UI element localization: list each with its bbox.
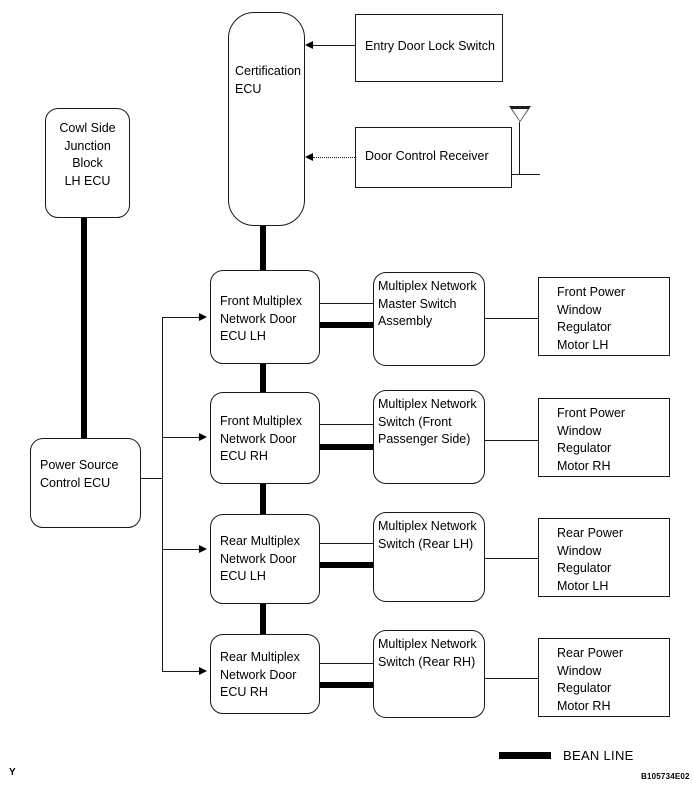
node-rear-power-window-regulator-motor-rh-label: Rear Power Window Regulator Motor RH: [557, 646, 623, 713]
receiver-arrow: [305, 153, 313, 161]
power-branch-rear-rh: [162, 671, 202, 673]
bean-line-rear-lh-to-rear-lh-switch: [318, 562, 375, 568]
signal-line-receiver-to-certification: [313, 157, 355, 158]
node-power-source-control-ecu-label: Power Source Control ECU: [40, 458, 119, 490]
node-door-control-receiver-label: Door Control Receiver: [365, 149, 489, 163]
bean-line-certification-to-front-lh: [260, 226, 266, 272]
power-branch-front-lh-arrow: [199, 313, 207, 321]
entry-switch-arrow: [305, 41, 313, 49]
node-door-control-receiver[interactable]: Door Control Receiver: [355, 127, 512, 188]
page-corner-mark: Y: [9, 767, 16, 778]
node-multiplex-network-master-switch-assembly-label: Multiplex Network Master Switch Assembly: [378, 279, 477, 328]
legend-bean-line-label: BEAN LINE: [563, 748, 634, 763]
antenna-lead-vertical: [519, 122, 521, 175]
node-rear-power-window-regulator-motor-rh[interactable]: Rear Power Window Regulator Motor RH: [538, 638, 670, 717]
legend-bean-line-swatch: [499, 752, 551, 759]
bean-line-front-rh-to-passenger-switch: [318, 444, 375, 450]
power-branch-rear-lh-arrow: [199, 545, 207, 553]
antenna-lead-horizontal: [512, 174, 540, 176]
node-multiplex-network-switch-front-passenger[interactable]: Multiplex Network Switch (Front Passenge…: [373, 390, 485, 484]
node-front-power-window-regulator-motor-lh[interactable]: Front Power Window Regulator Motor LH: [538, 277, 670, 356]
node-front-multiplex-network-door-ecu-rh-label: Front Multiplex Network Door ECU RH: [220, 414, 302, 463]
node-multiplex-network-switch-rear-lh-label: Multiplex Network Switch (Rear LH): [378, 519, 477, 551]
node-front-multiplex-network-door-ecu-lh-label: Front Multiplex Network Door ECU LH: [220, 294, 302, 343]
node-front-multiplex-network-door-ecu-rh[interactable]: Front Multiplex Network Door ECU RH: [210, 392, 320, 484]
power-branch-front-lh: [162, 317, 202, 319]
power-branch-front-rh-arrow: [199, 433, 207, 441]
signal-line-rear-rh-to-rear-rh-switch: [318, 663, 375, 665]
node-multiplex-network-switch-rear-rh[interactable]: Multiplex Network Switch (Rear RH): [373, 630, 485, 718]
bean-line-front-rh-to-rear-lh: [260, 484, 266, 514]
signal-line-rear-rh-switch-to-motor-rear-rh: [484, 678, 539, 680]
node-certification-ecu-label: Certification ECU: [235, 64, 301, 96]
signal-line-entry-switch-to-certification: [313, 45, 355, 47]
node-multiplex-network-switch-rear-lh[interactable]: Multiplex Network Switch (Rear LH): [373, 512, 485, 602]
node-entry-door-lock-switch-label: Entry Door Lock Switch: [365, 39, 495, 53]
node-cowl-side-junction-block[interactable]: Cowl Side Junction Block LH ECU: [45, 108, 130, 218]
power-branch-rear-rh-arrow: [199, 667, 207, 675]
node-rear-multiplex-network-door-ecu-lh-label: Rear Multiplex Network Door ECU LH: [220, 534, 300, 583]
signal-line-rear-lh-switch-to-motor-rear-lh: [484, 558, 539, 560]
antenna-icon: [509, 106, 531, 122]
power-branch-front-rh: [162, 437, 202, 439]
node-rear-multiplex-network-door-ecu-rh[interactable]: Rear Multiplex Network Door ECU RH: [210, 634, 320, 714]
power-branch-rear-lh: [162, 549, 202, 551]
node-front-power-window-regulator-motor-lh-label: Front Power Window Regulator Motor LH: [557, 285, 626, 352]
bean-line-front-lh-to-master-switch: [318, 322, 375, 328]
signal-line-front-rh-to-passenger-switch: [318, 424, 375, 426]
node-multiplex-network-master-switch-assembly[interactable]: Multiplex Network Master Switch Assembly: [373, 272, 485, 366]
bean-line-cowl-to-power-source: [81, 216, 87, 438]
node-certification-ecu[interactable]: Certification ECU: [228, 12, 305, 226]
signal-line-master-switch-to-motor-front-lh: [484, 318, 539, 320]
node-rear-multiplex-network-door-ecu-lh[interactable]: Rear Multiplex Network Door ECU LH: [210, 514, 320, 604]
node-rear-multiplex-network-door-ecu-rh-label: Rear Multiplex Network Door ECU RH: [220, 650, 300, 699]
figure-code: B105734E02: [641, 772, 690, 781]
bean-line-rear-rh-to-rear-rh-switch: [318, 682, 375, 688]
node-power-source-control-ecu[interactable]: Power Source Control ECU: [30, 438, 141, 528]
node-front-power-window-regulator-motor-rh[interactable]: Front Power Window Regulator Motor RH: [538, 398, 670, 477]
node-entry-door-lock-switch[interactable]: Entry Door Lock Switch: [355, 14, 503, 82]
signal-line-passenger-switch-to-motor-front-rh: [484, 440, 539, 442]
node-cowl-side-junction-block-label: Cowl Side Junction Block LH ECU: [59, 121, 116, 188]
signal-line-front-lh-to-master-switch: [318, 303, 375, 305]
bean-line-rear-lh-to-rear-rh: [260, 604, 266, 634]
signal-line-rear-lh-to-rear-lh-switch: [318, 543, 375, 545]
node-front-multiplex-network-door-ecu-lh[interactable]: Front Multiplex Network Door ECU LH: [210, 270, 320, 364]
node-rear-power-window-regulator-motor-lh[interactable]: Rear Power Window Regulator Motor LH: [538, 518, 670, 597]
node-multiplex-network-switch-rear-rh-label: Multiplex Network Switch (Rear RH): [378, 637, 477, 669]
bean-line-front-lh-to-front-rh: [260, 362, 266, 392]
power-bus-trunk: [162, 317, 164, 672]
power-bus-stub: [141, 478, 163, 480]
node-front-power-window-regulator-motor-rh-label: Front Power Window Regulator Motor RH: [557, 406, 626, 473]
node-multiplex-network-switch-front-passenger-label: Multiplex Network Switch (Front Passenge…: [378, 397, 477, 446]
node-rear-power-window-regulator-motor-lh-label: Rear Power Window Regulator Motor LH: [557, 526, 623, 593]
